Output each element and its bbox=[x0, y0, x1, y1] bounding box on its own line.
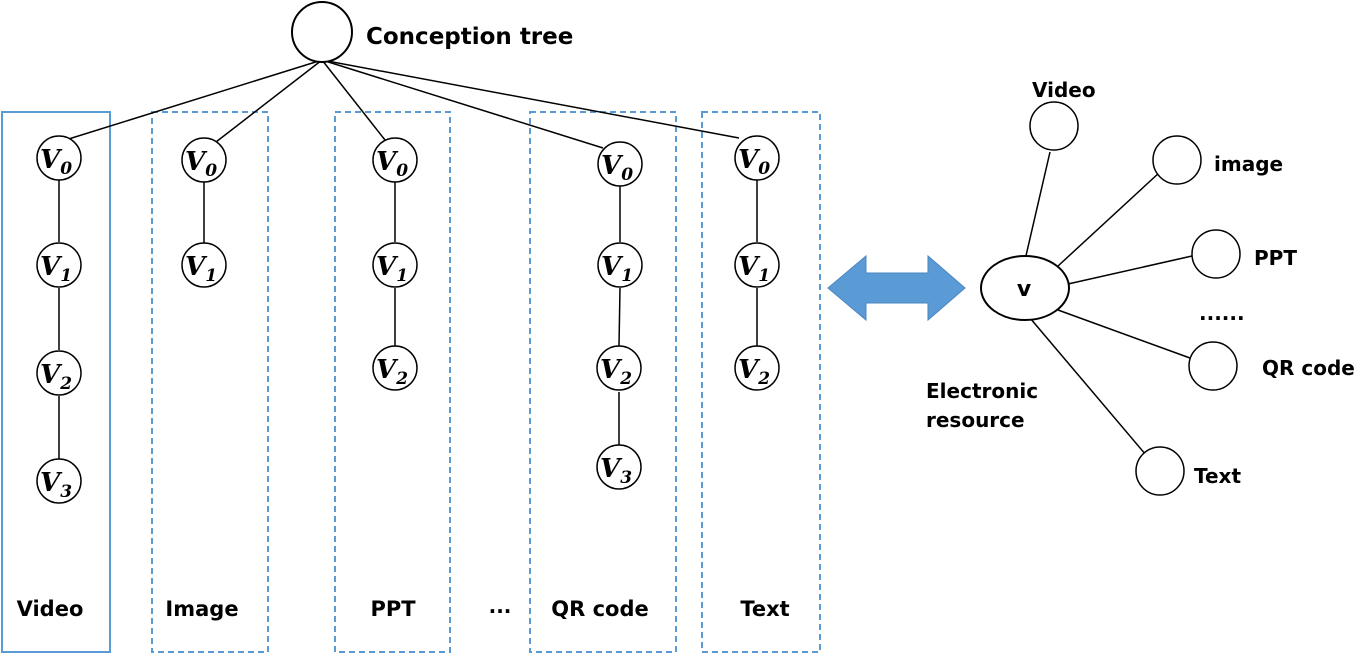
tree-node bbox=[36, 135, 82, 181]
tree-node-label: V1 bbox=[601, 252, 633, 286]
tree-node bbox=[597, 242, 643, 288]
tree-node-label: V2 bbox=[40, 360, 72, 394]
resource-leaf-label: QR code bbox=[1262, 356, 1355, 380]
column-box-ppt bbox=[334, 111, 451, 653]
tree-node-label: V1 bbox=[376, 252, 408, 286]
tree-node-subscript: 1 bbox=[205, 266, 217, 286]
tree-node bbox=[181, 137, 227, 183]
star-edges bbox=[1024, 151, 1193, 456]
columns-ellipsis: ... bbox=[489, 594, 512, 618]
tree-node-subscript: 1 bbox=[396, 266, 408, 286]
tree-node-label: V0 bbox=[601, 151, 633, 185]
star-caption-line1: Electronic bbox=[926, 379, 1038, 403]
root-label: Conception tree bbox=[366, 24, 573, 50]
ppt-column-nodes: V0 V1 V2 bbox=[372, 137, 418, 391]
tree-node bbox=[596, 345, 642, 391]
resource-leaf-label: image bbox=[1214, 152, 1283, 176]
tree-node-subscript: 1 bbox=[621, 266, 633, 286]
tree-node-label: V0 bbox=[40, 145, 72, 179]
tree-node-subscript: 0 bbox=[60, 159, 72, 179]
tree-node-subscript: 2 bbox=[59, 374, 72, 394]
tree-node-subscript: 1 bbox=[758, 266, 770, 286]
tree-node-label: V3 bbox=[600, 454, 632, 488]
tree-node-subscript: 0 bbox=[396, 161, 408, 181]
tree-node bbox=[596, 444, 642, 490]
tree-node-subscript: 2 bbox=[395, 369, 408, 389]
tree-node-subscript: 1 bbox=[60, 266, 72, 286]
column-label-ppt: PPT bbox=[370, 597, 416, 621]
tree-node-label: V3 bbox=[40, 468, 72, 502]
tree-node-label: V0 bbox=[376, 147, 408, 181]
tree-node bbox=[372, 345, 418, 391]
tree-node-label: V1 bbox=[40, 252, 72, 286]
tree-node-subscript: 0 bbox=[205, 161, 217, 181]
column-box-image bbox=[151, 111, 269, 653]
resource-leaf-node bbox=[1029, 101, 1079, 151]
tree-node-label: V1 bbox=[185, 252, 217, 286]
image-column-nodes: V0 V1 bbox=[181, 137, 227, 288]
star-caption-line2: resource bbox=[926, 408, 1025, 432]
tree-node bbox=[734, 345, 780, 391]
tree-node bbox=[734, 242, 780, 288]
resource-center-node bbox=[980, 255, 1070, 321]
root-edges bbox=[58, 59, 740, 149]
resource-leaf-label: Video bbox=[1032, 78, 1096, 102]
tree-node-subscript: 0 bbox=[621, 165, 633, 185]
resource-leaf-node bbox=[1152, 135, 1202, 185]
resource-leaf-node bbox=[1188, 341, 1238, 391]
root-node bbox=[291, 1, 353, 63]
tree-node-subscript: 3 bbox=[60, 482, 72, 502]
tree-node bbox=[36, 242, 82, 288]
tree-node bbox=[36, 458, 82, 504]
tree-node-label: V2 bbox=[738, 355, 770, 389]
tree-node-subscript: 3 bbox=[620, 468, 632, 488]
column-box-video bbox=[1, 111, 111, 653]
tree-node-label: V1 bbox=[738, 252, 770, 286]
video-column-nodes: V0 V1 V2 V3 bbox=[36, 135, 82, 504]
resource-leaf-node bbox=[1191, 229, 1241, 279]
tree-node-subscript: 2 bbox=[619, 369, 632, 389]
tree-node bbox=[181, 242, 227, 288]
resource-leaf-label: PPT bbox=[1254, 246, 1297, 270]
column-label-image: Image bbox=[165, 597, 238, 621]
text-column-nodes: V0 V1 V2 bbox=[734, 135, 780, 391]
tree-node bbox=[597, 141, 643, 187]
tree-node bbox=[734, 135, 780, 181]
tree-node-label: V2 bbox=[600, 355, 632, 389]
column-label-qr-code: QR code bbox=[551, 597, 648, 621]
double-headed-arrow-icon bbox=[827, 254, 966, 322]
resource-leaf-label: Text bbox=[1194, 464, 1241, 488]
resource-leaves-ellipsis: ...... bbox=[1199, 301, 1245, 325]
tree-node bbox=[36, 350, 82, 396]
qr-code-column-nodes: V0 V1 V2 V3 bbox=[596, 141, 643, 490]
tree-node-label: V0 bbox=[185, 147, 217, 181]
tree-node bbox=[372, 137, 418, 183]
chain-edges bbox=[58, 180, 758, 459]
tree-node-label: V0 bbox=[738, 145, 770, 179]
tree-node-label: V2 bbox=[376, 355, 408, 389]
tree-node bbox=[372, 242, 418, 288]
resource-center-label: v bbox=[1017, 277, 1032, 302]
column-label-text: Text bbox=[740, 597, 789, 621]
resource-leaf-node bbox=[1135, 446, 1185, 496]
tree-node-subscript: 0 bbox=[758, 159, 770, 179]
column-box-text bbox=[701, 111, 821, 653]
tree-node-subscript: 2 bbox=[757, 369, 770, 389]
column-label-video: Video bbox=[17, 597, 84, 621]
